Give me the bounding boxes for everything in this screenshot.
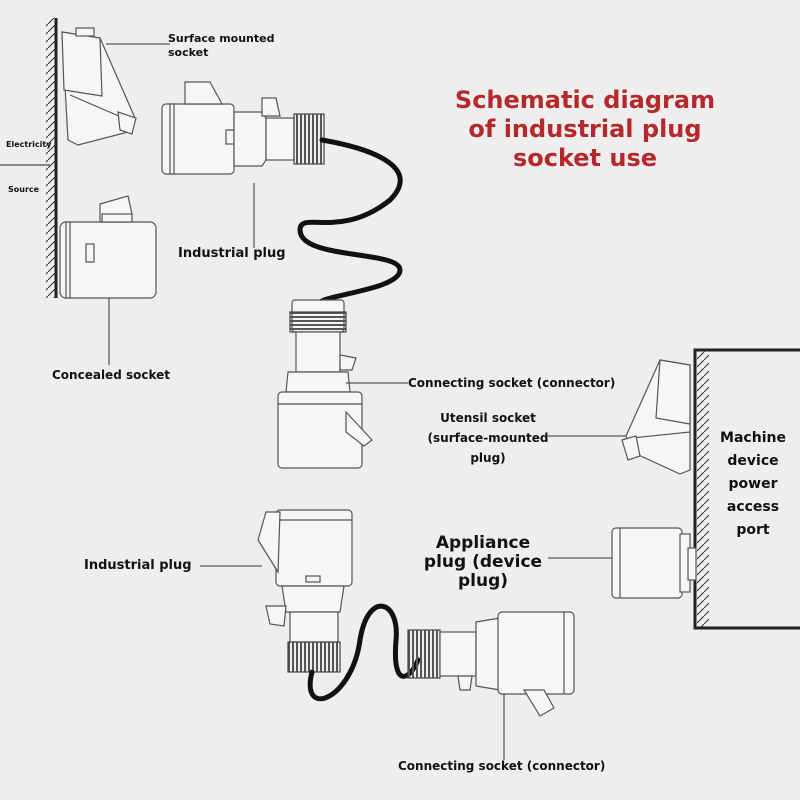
source-label: Source <box>8 185 40 194</box>
machine-label-line-2: device <box>727 453 779 469</box>
appliance-plug-label-line-1: Appliance <box>435 533 531 553</box>
machine-label-line-5: port <box>736 522 770 538</box>
connecting-socket-top-label: Connecting socket (connector) <box>408 376 616 390</box>
machine-label-line-4: access <box>726 499 780 515</box>
utensil-socket-icon <box>621 359 691 475</box>
surface-mounted-socket-label-line-2: socket <box>168 46 209 59</box>
connecting-socket-bottom-label: Connecting socket (connector) <box>398 759 606 773</box>
appliance-plug-label: Appliance plug (device plug) <box>410 534 556 591</box>
connecting-socket-top-icon <box>277 299 373 469</box>
title-line-3: socket use <box>512 144 658 172</box>
concealed-socket-label: Concealed socket <box>52 368 170 382</box>
surface-mounted-socket-label: Surface mounted socket <box>168 32 274 60</box>
appliance-plug-icon <box>611 527 697 599</box>
machine-wall <box>693 348 800 630</box>
diagram-title: Schematic diagram of industrial plug soc… <box>430 86 740 173</box>
connecting-socket-bottom-icon <box>407 611 575 717</box>
machine-label: Machine device power access port <box>712 427 794 542</box>
appliance-plug-label-line-2: plug (device <box>423 552 543 572</box>
utensil-socket-label-line-1: Utensil socket <box>440 411 536 425</box>
machine-label-line-3: power <box>728 476 778 492</box>
industrial-plug-top-icon <box>161 81 325 175</box>
electricity-label: Electricity <box>6 140 52 149</box>
industrial-plug-bottom-label: Industrial plug <box>84 558 192 573</box>
industrial-plug-bottom-icon <box>257 509 353 673</box>
title-line-2: of industrial plug <box>468 115 702 143</box>
electricity-source-wall <box>0 18 58 298</box>
industrial-plug-top-label: Industrial plug <box>178 246 286 261</box>
utensil-socket-label: Utensil socket (surface-mounted plug) <box>418 408 558 468</box>
surface-mounted-socket-icon <box>61 27 137 146</box>
title-line-1: Schematic diagram <box>454 86 716 114</box>
appliance-plug-label-line-3: plug) <box>457 571 509 591</box>
cable-top <box>297 137 403 307</box>
utensil-socket-label-line-2: (surface-mounted <box>427 431 549 445</box>
utensil-socket-label-line-3: plug) <box>470 451 506 465</box>
cable-bottom <box>307 603 421 702</box>
concealed-socket-icon <box>59 195 157 299</box>
surface-mounted-socket-label-line-1: Surface mounted <box>168 32 275 45</box>
machine-label-line-1: Machine <box>720 430 786 446</box>
